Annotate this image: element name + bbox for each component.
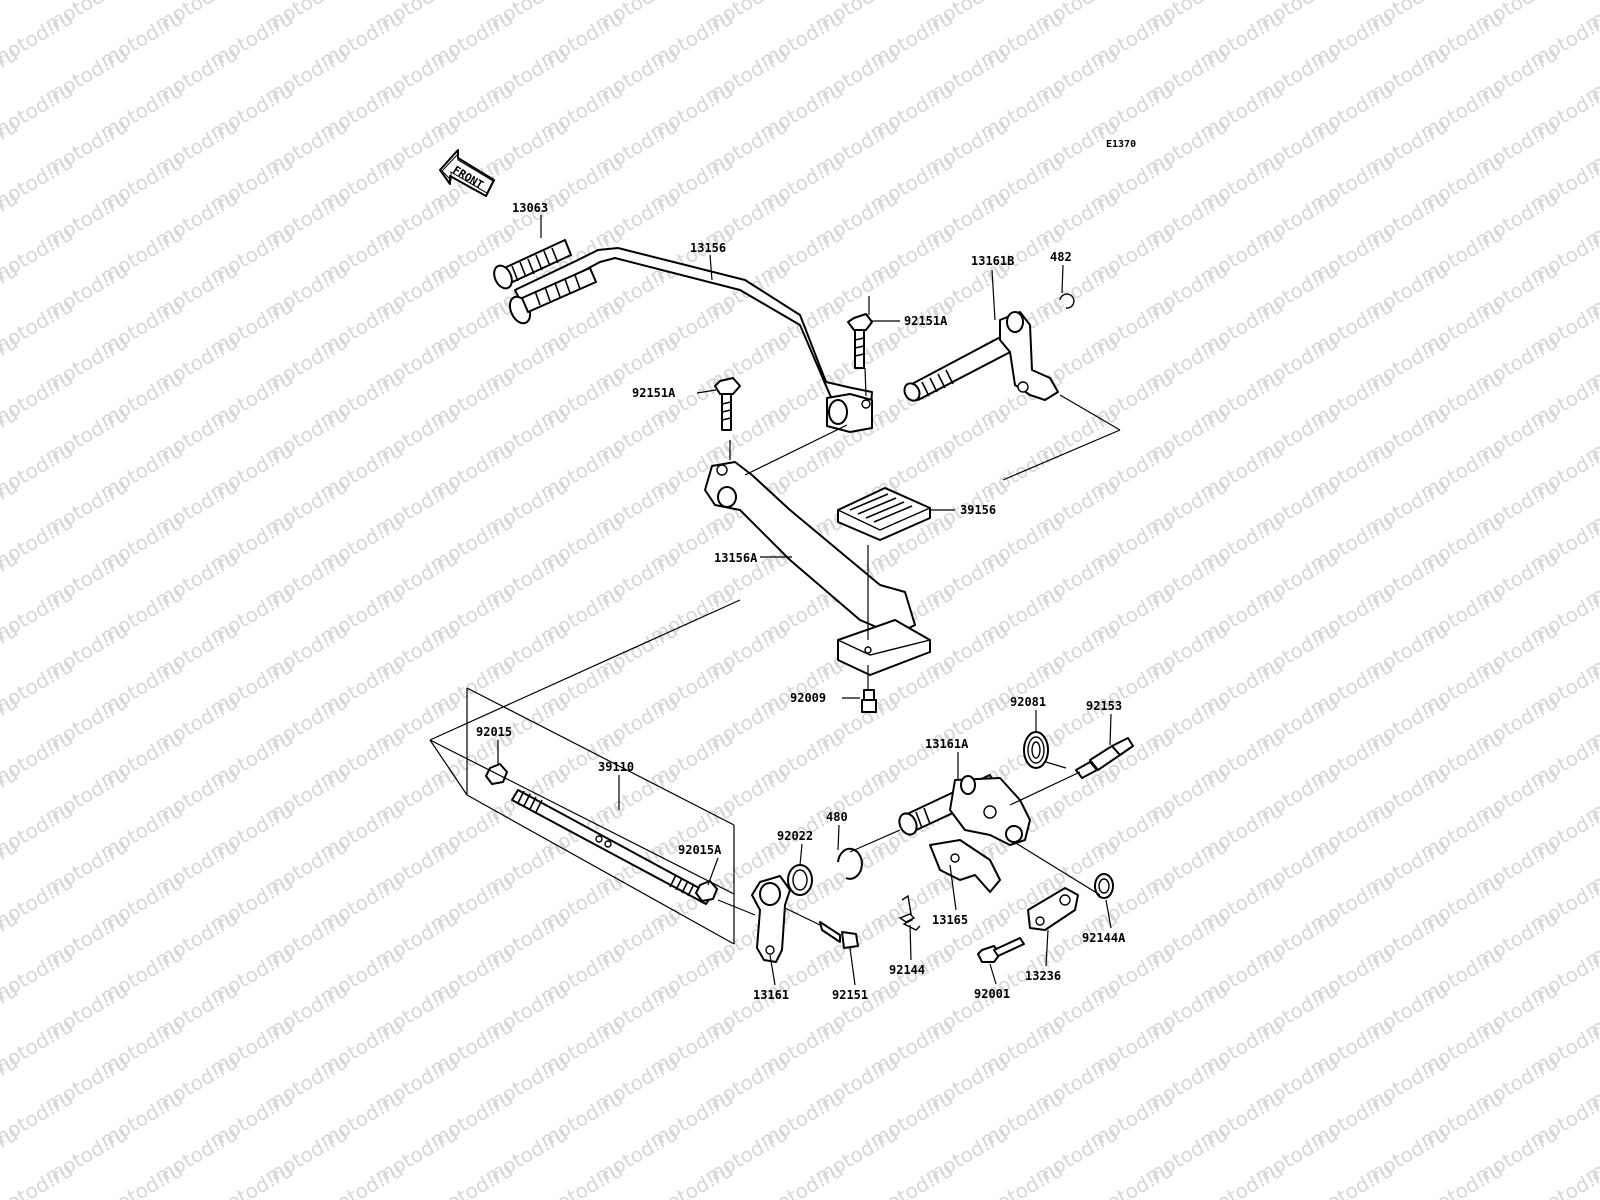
watermark-text: motod.ru bbox=[96, 1158, 187, 1200]
part-label-13161b: 13161B bbox=[971, 254, 1014, 268]
part-label-480: 480 bbox=[826, 810, 848, 824]
bracket-13236 bbox=[1027, 887, 1079, 931]
watermark-text: motod.ru bbox=[261, 1194, 352, 1200]
part-label-92009: 92009 bbox=[790, 691, 826, 705]
part-label-92015a: 92015A bbox=[678, 843, 722, 857]
plate-13165 bbox=[929, 839, 1001, 893]
watermark-text: motod.ru bbox=[756, 1158, 847, 1200]
shift-rod bbox=[511, 789, 713, 905]
grip-rubber bbox=[493, 239, 572, 290]
part-label-13156a: 13156A bbox=[714, 551, 758, 565]
screw-92009 bbox=[861, 689, 877, 713]
watermark-text: motod.ru bbox=[1251, 1194, 1342, 1200]
spring-92144 bbox=[898, 894, 921, 931]
spring-92081 bbox=[1023, 731, 1067, 769]
watermark-text: motod.ru bbox=[591, 1194, 682, 1200]
part-label-92151a-top: 92151A bbox=[904, 314, 948, 328]
bolt-92151a-top bbox=[847, 313, 873, 369]
part-labels: E1370 13063 13156 482 13161B 92151A 9215… bbox=[476, 139, 1136, 1002]
leader-lines bbox=[497, 215, 1112, 986]
part-label-13161: 13161 bbox=[753, 988, 789, 1002]
guide-lines-upper bbox=[429, 296, 1121, 741]
watermark-text: motod.ru bbox=[1086, 1158, 1177, 1200]
part-label-13063: 13063 bbox=[512, 201, 548, 215]
part-label-482: 482 bbox=[1050, 250, 1072, 264]
brake-pedal bbox=[704, 461, 931, 676]
watermark-text: motod.ru bbox=[1031, 1194, 1122, 1200]
shift-shaft bbox=[903, 311, 1059, 402]
circlip-482 bbox=[1059, 293, 1075, 309]
watermark-text: motod.ru bbox=[1361, 1194, 1452, 1200]
part-label-92153: 92153 bbox=[1086, 699, 1122, 713]
watermark-text: motod.ru bbox=[1471, 1194, 1562, 1200]
circlip-480 bbox=[837, 847, 863, 880]
watermark-text: motod.ru bbox=[481, 1194, 572, 1200]
part-label-92151a-left: 92151A bbox=[632, 386, 676, 400]
part-label-92144: 92144 bbox=[889, 963, 925, 977]
guide-lines-lower bbox=[429, 687, 1101, 945]
pedal-pad bbox=[837, 487, 931, 541]
watermark-text: motod.ru bbox=[0, 1158, 77, 1200]
part-label-13161a: 13161A bbox=[925, 737, 969, 751]
part-label-92081: 92081 bbox=[1010, 695, 1046, 709]
watermark-text: motod.ru bbox=[536, 1158, 627, 1200]
shift-pedal bbox=[508, 247, 873, 433]
diagram-code: E1370 bbox=[1106, 139, 1136, 150]
watermark-text: motod.ru bbox=[371, 1194, 462, 1200]
watermark-text: motod.ru bbox=[0, 1194, 22, 1200]
watermark-text: motod.ru bbox=[316, 1158, 407, 1200]
watermark-text: motod.ru bbox=[811, 1194, 902, 1200]
watermark-text: motod.ru bbox=[1196, 1158, 1287, 1200]
part-label-92144a: 92144A bbox=[1082, 931, 1126, 945]
stud-92153 bbox=[1075, 737, 1134, 779]
watermark-text: motod.ru bbox=[866, 1158, 957, 1200]
watermark-text: motod.ru bbox=[921, 1194, 1012, 1200]
watermark-text: motod.ru bbox=[1141, 1194, 1232, 1200]
watermark-text: motod.ru bbox=[206, 1158, 297, 1200]
watermark-text: motod.ru bbox=[1306, 1158, 1397, 1200]
shift-shaft-lower bbox=[898, 774, 1031, 846]
watermark-text: motod.ru bbox=[646, 1158, 737, 1200]
part-label-39156: 39156 bbox=[960, 503, 996, 517]
watermark-text: motod.ru bbox=[701, 1194, 792, 1200]
part-label-13236: 13236 bbox=[1025, 969, 1061, 983]
watermark-text: motod.ru bbox=[151, 1194, 242, 1200]
bolt-92151 bbox=[819, 921, 859, 949]
part-label-92001: 92001 bbox=[974, 987, 1010, 1001]
part-label-39110: 39110 bbox=[598, 760, 634, 774]
washer-92022 bbox=[787, 864, 813, 896]
part-label-92015: 92015 bbox=[476, 725, 512, 739]
bolt-92151a-left bbox=[714, 377, 741, 431]
spring-92144a bbox=[1094, 873, 1114, 899]
lever-13161 bbox=[751, 875, 791, 963]
watermark-text: motod.ru bbox=[976, 1158, 1067, 1200]
part-label-13165: 13165 bbox=[932, 913, 968, 927]
part-label-92022: 92022 bbox=[777, 829, 813, 843]
watermark-text: motod.ru bbox=[41, 1194, 132, 1200]
watermark-text: motod.ru bbox=[0, 0, 22, 36]
part-label-13156: 13156 bbox=[690, 241, 726, 255]
part-label-92151: 92151 bbox=[832, 988, 868, 1002]
watermark-text: motod.ru bbox=[1416, 1158, 1507, 1200]
watermark-text: motod.ru bbox=[426, 1158, 517, 1200]
bolt-92001 bbox=[977, 937, 1025, 963]
